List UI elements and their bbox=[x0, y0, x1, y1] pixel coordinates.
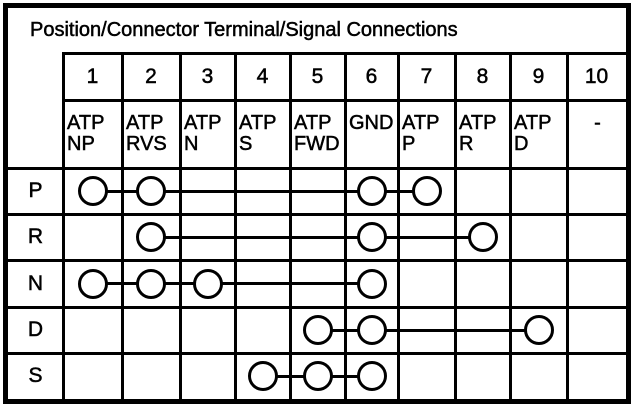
signal-name-line: FWD bbox=[294, 133, 340, 155]
signal-name-cell: GND bbox=[349, 100, 396, 168]
terminal-circle bbox=[356, 268, 387, 299]
continuity-line bbox=[92, 189, 427, 193]
signal-name-line: D bbox=[514, 133, 529, 155]
position-label: N bbox=[27, 271, 44, 295]
grid-vline bbox=[179, 52, 182, 399]
terminal-circle bbox=[247, 361, 278, 391]
terminal-number-cell: 2 bbox=[145, 64, 157, 88]
position-label: P bbox=[28, 179, 43, 203]
terminal-number-cell: 4 bbox=[256, 64, 269, 88]
grid-vline bbox=[509, 52, 512, 399]
position-label: R bbox=[27, 225, 44, 249]
terminal-number-cell: 6 bbox=[365, 64, 378, 88]
grid-vline bbox=[121, 52, 124, 399]
signal-name-cell: - bbox=[571, 100, 624, 168]
signal-name-line: P bbox=[402, 133, 416, 155]
terminal-number-cell: 10 bbox=[584, 64, 609, 88]
signal-name-line: NP bbox=[67, 133, 95, 155]
terminal-circle bbox=[77, 268, 108, 299]
grid-vline bbox=[397, 52, 400, 399]
continuity-line bbox=[317, 328, 539, 332]
signal-name-line: ATP bbox=[514, 112, 552, 134]
connections-table: Position/Connector Terminal/Signal Conne… bbox=[3, 3, 631, 404]
grid-hline bbox=[62, 99, 626, 102]
terminal-number-cell: 1 bbox=[86, 64, 99, 88]
signal-name-line: ATP bbox=[402, 112, 440, 134]
signal-name-line: ATP bbox=[184, 112, 222, 134]
signal-name-line: - bbox=[594, 112, 601, 134]
terminal-circle bbox=[467, 222, 498, 252]
grid-hline bbox=[8, 213, 626, 216]
terminal-circle bbox=[192, 268, 223, 299]
terminal-number-cell: 9 bbox=[532, 64, 545, 88]
terminal-circle bbox=[356, 176, 387, 206]
signal-name-line: N bbox=[184, 133, 199, 155]
terminal-circle bbox=[77, 176, 108, 206]
terminal-circle bbox=[523, 315, 554, 345]
terminal-number-cell: 7 bbox=[420, 64, 433, 88]
terminal-circle bbox=[136, 222, 166, 252]
continuity-line bbox=[92, 282, 372, 285]
signal-name-line: ATP bbox=[294, 112, 332, 134]
signal-name-line: S bbox=[239, 133, 253, 155]
grid-hline bbox=[8, 306, 626, 309]
position-label: S bbox=[28, 364, 43, 388]
grid-vline bbox=[566, 52, 569, 399]
terminal-number-cell: 8 bbox=[476, 64, 489, 88]
signal-name-line: ATP bbox=[239, 112, 277, 134]
grid-vline bbox=[234, 52, 237, 399]
signal-name-line: GND bbox=[349, 112, 394, 134]
terminal-circle bbox=[356, 361, 387, 391]
grid-hline bbox=[62, 52, 626, 55]
grid-hline bbox=[8, 352, 626, 355]
signal-name-line: ATP bbox=[126, 112, 164, 134]
terminal-circle bbox=[136, 176, 166, 206]
grid-hline bbox=[8, 167, 626, 170]
terminal-circle bbox=[356, 315, 387, 345]
terminal-circle bbox=[411, 176, 442, 206]
grid-vline bbox=[62, 52, 65, 399]
grid-vline bbox=[454, 52, 457, 399]
position-label: D bbox=[27, 318, 44, 342]
signal-name-line: RVS bbox=[126, 133, 167, 155]
grid-vline bbox=[289, 52, 292, 399]
terminal-circle bbox=[302, 361, 333, 391]
signal-name-line: ATP bbox=[67, 112, 105, 134]
terminal-circle bbox=[356, 222, 387, 252]
table-title: Position/Connector Terminal/Signal Conne… bbox=[30, 19, 458, 42]
terminal-circle bbox=[302, 315, 333, 345]
continuity-line bbox=[151, 235, 483, 239]
terminal-number-cell: 5 bbox=[311, 64, 324, 88]
terminal-circle bbox=[136, 268, 166, 299]
signal-name-line: ATP bbox=[459, 112, 497, 134]
grid-hline bbox=[8, 259, 626, 262]
grid-vline bbox=[344, 52, 347, 399]
signal-name-line: R bbox=[459, 133, 474, 155]
terminal-number-cell: 3 bbox=[201, 64, 214, 88]
